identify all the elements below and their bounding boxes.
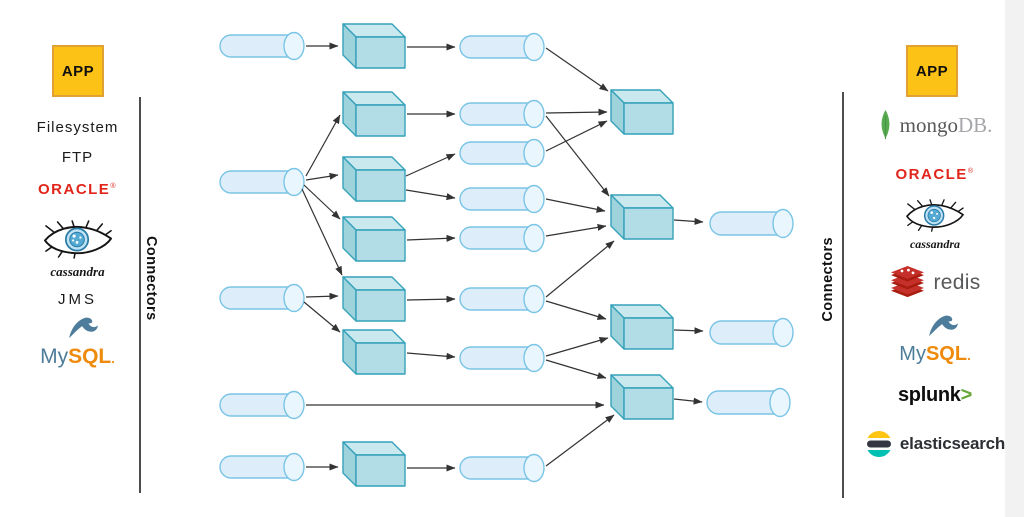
flow-arrow — [545, 337, 609, 357]
flow-arrow — [545, 223, 607, 237]
flow-arrow — [303, 301, 341, 333]
flow-arrow — [673, 327, 704, 335]
queue-cylinder-D6 — [459, 284, 545, 314]
redis-stack-icon — [889, 266, 926, 299]
app-box-right: APP — [906, 45, 958, 97]
redis-logo: redis — [845, 266, 1024, 299]
oracle-logo-left: ORACLE® — [37, 181, 117, 198]
processor-cube-K6 — [342, 329, 406, 375]
flow-arrow — [545, 300, 607, 320]
elasticsearch-circle-icon — [865, 429, 893, 459]
queue-cylinder-D5 — [459, 223, 545, 253]
flow-arrow — [545, 47, 609, 92]
mysql-wordmark: MySQL. — [40, 345, 115, 368]
queue-cylinder-D4 — [459, 184, 545, 214]
connectors-label-left: Connectors — [143, 236, 159, 321]
connectors-divider-left — [139, 97, 141, 493]
processor-cube-K2 — [342, 91, 406, 137]
flow-arrow — [545, 414, 615, 467]
flow-arrow — [673, 217, 704, 225]
queue-cylinder-D3 — [459, 138, 545, 168]
flow-arrow — [545, 120, 608, 152]
flow-arrow — [673, 397, 703, 405]
mongodb-leaf-icon — [878, 110, 893, 140]
mysql-dolphin-icon — [926, 314, 960, 338]
processor-cube-M3 — [610, 304, 674, 350]
queue-cylinder-D2 — [459, 99, 545, 129]
redis-wordmark: redis — [933, 270, 981, 294]
queue-cylinder-D1 — [459, 32, 545, 62]
flow-arrow — [405, 189, 456, 201]
processor-cube-K5 — [342, 276, 406, 322]
cassandra-wordmark: cassandra — [909, 237, 960, 251]
queue-cylinder-C3 — [219, 283, 305, 313]
flow-arrow — [305, 292, 339, 300]
jms-label: JMS — [58, 291, 97, 308]
splunk-logo: splunk> — [897, 384, 973, 406]
flow-arrow — [406, 352, 456, 360]
app-label: APP — [915, 62, 949, 80]
ftp-label: FTP — [61, 149, 94, 166]
processor-cube-K1 — [342, 23, 406, 69]
app-box-left: APP — [52, 45, 104, 97]
elasticsearch-wordmark: elasticsearch — [899, 434, 1006, 453]
processor-cube-M2 — [610, 194, 674, 240]
flow-arrow — [305, 114, 341, 177]
processor-cube-K4 — [342, 216, 406, 262]
flow-arrow — [545, 198, 606, 213]
filesystem-label: Filesystem — [36, 119, 119, 136]
mysql-logo-right: MySQL. — [845, 314, 1024, 366]
queue-cylinder-C4 — [219, 390, 305, 420]
connectors-divider-right — [842, 92, 844, 498]
processor-cube-K3 — [342, 156, 406, 202]
cassandra-wordmark: cassandra — [50, 264, 105, 279]
queue-cylinder-D8 — [459, 453, 545, 483]
oracle-logo-right: ORACLE® — [895, 166, 975, 183]
flow-arrow — [405, 153, 456, 177]
queue-cylinder-D7 — [459, 343, 545, 373]
queue-cylinder-E4 — [706, 387, 791, 418]
processor-cube-K7 — [342, 441, 406, 487]
mysql-logo-left: MySQL. — [0, 316, 155, 369]
flow-arrow — [406, 295, 456, 303]
elasticsearch-logo: elasticsearch — [845, 429, 1024, 459]
queue-cylinder-C1 — [219, 31, 305, 61]
queue-cylinder-E3 — [709, 317, 794, 348]
flow-arrow — [545, 108, 608, 116]
processor-cube-M1 — [610, 89, 674, 135]
mysql-dolphin-icon — [66, 316, 100, 340]
flow-arrow — [545, 240, 615, 298]
processor-cube-M4 — [610, 374, 674, 420]
flow-arrow — [305, 172, 339, 181]
flow-arrow — [303, 184, 341, 220]
cassandra-logo-left: cassandra — [0, 220, 155, 280]
queue-cylinder-C2 — [219, 167, 305, 197]
flow-arrow — [545, 359, 607, 379]
page-right-edge — [1005, 0, 1024, 517]
cassandra-eye-icon — [905, 199, 965, 232]
app-label: APP — [61, 62, 95, 80]
cassandra-eye-icon — [43, 220, 113, 259]
flow-arrow — [301, 188, 343, 276]
flow-arrow — [545, 115, 610, 197]
mongodb-wordmark: mongoDB. — [899, 112, 993, 137]
connectors-label-right: Connectors — [820, 237, 836, 322]
queue-cylinder-C5 — [219, 452, 305, 482]
flow-arrow — [406, 234, 456, 242]
mongodb-logo: mongoDB. — [845, 110, 1024, 140]
cassandra-logo-right: cassandra — [845, 199, 1024, 252]
mysql-wordmark: MySQL. — [899, 343, 971, 365]
queue-cylinder-E2 — [709, 208, 794, 239]
